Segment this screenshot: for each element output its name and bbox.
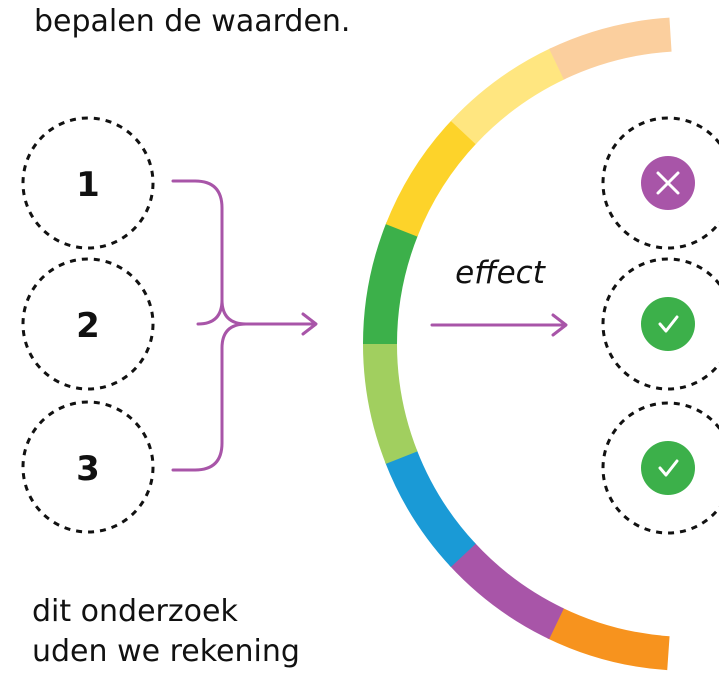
outcome-circle-3 [601,401,719,535]
arc-segment [385,119,478,237]
check-mark [658,459,679,477]
input-label-1: 1 [76,165,100,205]
x-mark [656,171,680,195]
footer-line-1: dit onderzoek [32,594,238,629]
input-circle-2 [21,257,155,391]
effect-arrow [430,313,568,337]
input-circle-3 [21,400,155,534]
value-arc [362,17,672,671]
arc-segment [362,341,418,464]
footer-text: dit onderzoek uden we rekening [32,592,300,672]
outcome-circle-1 [601,116,719,250]
arc-segment [547,607,670,671]
input-group: 1 2 3 [21,116,155,534]
input-circle-1 [21,116,155,250]
outcome-group [601,116,719,535]
arc-segment [363,222,419,345]
arc-segment [549,17,672,80]
footer-line-2: uden we rekening [32,634,300,669]
arc-segment [450,47,566,145]
input-label-2: 2 [76,306,100,346]
check-icon [641,441,695,495]
merge-bracket [171,179,318,472]
input-label-3: 3 [76,449,100,489]
bracket-arrowhead [301,312,318,336]
outcome-circle-2 [601,257,719,391]
bracket-path [171,179,315,472]
check-icon [641,297,695,351]
effect-arrow-head [551,313,568,337]
header-text: bepalen de waarden. [34,4,351,39]
check-mark [658,315,679,333]
arc-segment [384,449,476,567]
effect-label: effect [455,255,547,291]
arc-segment [449,542,565,640]
